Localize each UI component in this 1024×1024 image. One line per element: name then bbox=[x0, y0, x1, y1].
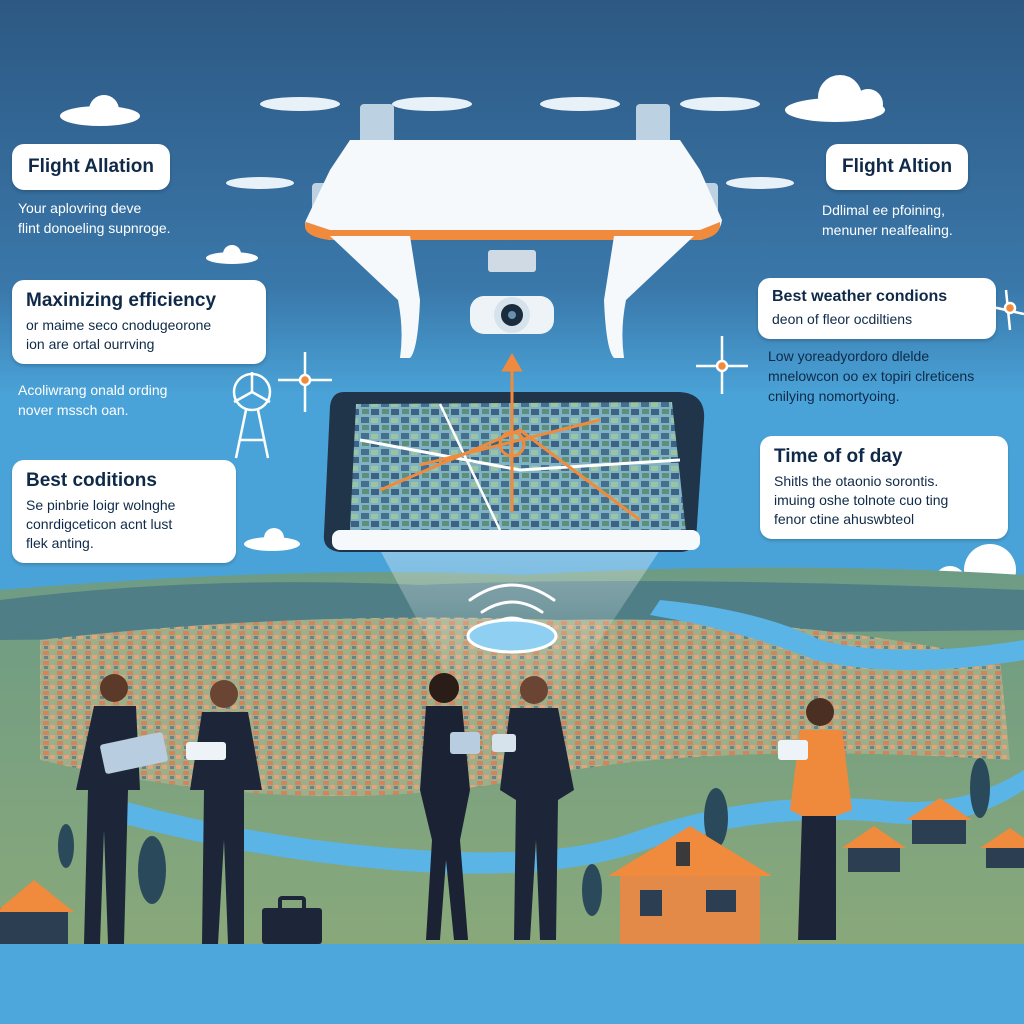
briefcase-icon bbox=[262, 896, 322, 944]
footer-band bbox=[0, 944, 1024, 1024]
tree bbox=[138, 836, 166, 904]
house-icon bbox=[980, 828, 1024, 868]
left-text-1-line-2: flint donoeling supnroge. bbox=[18, 220, 171, 236]
river bbox=[650, 600, 1024, 670]
house-icon bbox=[842, 826, 906, 872]
left-box-3-line-3: flek anting. bbox=[26, 535, 94, 551]
left-text-2: Acoliwrang onald ording nover mssch oan. bbox=[18, 380, 167, 420]
left-box-2-line-1: or maime seco cnodugeorone bbox=[26, 317, 212, 333]
person bbox=[186, 680, 262, 944]
right-heading-flight-altion: Flight Altion bbox=[826, 144, 969, 190]
right-text-2-line-2: mnelowcon oo ex topiri clreticens bbox=[768, 368, 975, 384]
cloud-icon bbox=[785, 75, 885, 122]
left-box-2-title: Maxinizing efficiency bbox=[26, 290, 217, 311]
tree bbox=[970, 758, 990, 818]
right-text-2: Low yoreadyordoro dlelde mnelowcon oo ex… bbox=[768, 346, 974, 406]
person bbox=[76, 674, 168, 944]
right-box-best-weather-condions: Best weather condions deon of fleor ocdi… bbox=[758, 278, 996, 339]
left-text-1: Your aplovring deve flint donoeling supn… bbox=[18, 198, 171, 238]
tree bbox=[582, 864, 602, 916]
left-box-2-line-2: ion are ortal ourrving bbox=[26, 336, 155, 352]
wind-turbine-icon bbox=[232, 372, 272, 459]
right-box-3-line-1: Shitls the otaonio sorontis. bbox=[774, 473, 939, 489]
left-box-3-title: Best coditions bbox=[26, 470, 157, 491]
right-text-1-line-1: Ddlimal ee pfoining, bbox=[822, 202, 945, 218]
left-box-best-coditions: Best coditions Se pinbrie loigr wolnghe … bbox=[12, 460, 236, 563]
left-box-maximizing-efficiency: Maxinizing efficiency or maime seco cnod… bbox=[12, 280, 266, 364]
cloud-icon bbox=[206, 245, 258, 264]
left-box-3-line-2: conrdigceticon acnt lust bbox=[26, 516, 173, 532]
right-text-2-line-3: cnilying nomortyoing. bbox=[768, 388, 900, 404]
cloud-icon bbox=[60, 95, 140, 126]
mini-drone-icon bbox=[696, 336, 748, 394]
mini-drone-icon bbox=[278, 352, 332, 412]
river bbox=[110, 770, 1024, 874]
right-box-time-of-day: Time of of day Shitls the otaonio soront… bbox=[760, 436, 1008, 539]
right-text-1: Ddlimal ee pfoining, menuner nealfealing… bbox=[822, 200, 953, 240]
person bbox=[778, 698, 852, 940]
camera-icon bbox=[470, 296, 554, 334]
right-box-3-line-2: imuing oshe tolnote cuo ting bbox=[774, 492, 949, 508]
right-box-3-line-3: fenor ctine ahuswbteol bbox=[774, 511, 915, 527]
house-icon bbox=[906, 798, 972, 844]
town-area bbox=[40, 617, 1010, 796]
scan-target bbox=[466, 618, 558, 654]
house-icon bbox=[0, 880, 74, 946]
right-text-2-line-1: Low yoreadyordoro dlelde bbox=[768, 348, 930, 364]
tree bbox=[704, 788, 728, 848]
right-text-1-line-2: menuner nealfealing. bbox=[822, 222, 953, 238]
house-icon bbox=[608, 826, 772, 944]
left-heading-flight-allation: Flight Allation bbox=[12, 144, 170, 190]
cloud-icon bbox=[244, 528, 300, 551]
right-box-2-title: Best weather condions bbox=[772, 288, 948, 305]
crosshair-icon bbox=[419, 352, 601, 512]
tablet-icon bbox=[323, 392, 705, 552]
right-box-3-title: Time of of day bbox=[774, 446, 903, 467]
person bbox=[420, 673, 480, 940]
left-text-1-line-1: Your aplovring deve bbox=[18, 200, 142, 216]
left-box-3-line-1: Se pinbrie loigr wolnghe bbox=[26, 497, 176, 513]
left-text-2-line-2: nover mssch oan. bbox=[18, 402, 129, 418]
tree bbox=[58, 824, 74, 868]
right-box-2-line-1: deon of fleor ocdiltiens bbox=[772, 311, 913, 327]
drone-icon bbox=[226, 97, 794, 358]
person bbox=[492, 676, 574, 940]
left-text-2-line-1: Acoliwrang onald ording bbox=[18, 382, 168, 398]
